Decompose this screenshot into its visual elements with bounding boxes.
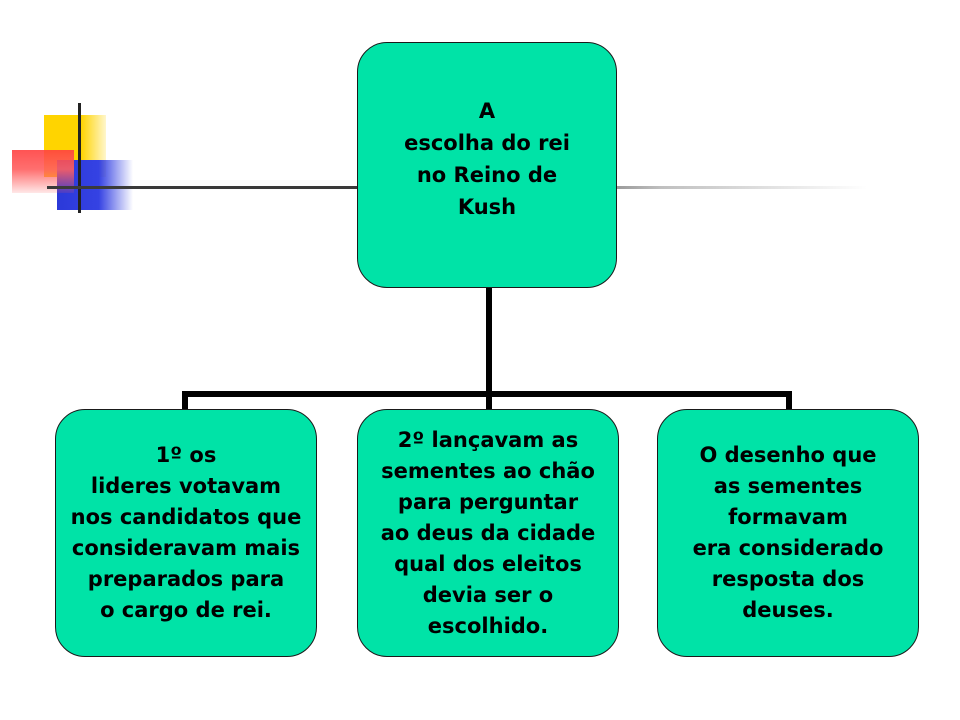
child-node-3: O desenho que as sementes formavam era c… (657, 409, 919, 657)
root-node-text: A escolha do rei no Reino de Kush (404, 99, 570, 219)
logo-vertical-line (78, 103, 81, 213)
child-node-1: 1º os lideres votavam nos candidatos que… (55, 409, 317, 657)
child-node-2: 2º lançavam as sementes ao chão para per… (357, 409, 619, 657)
connector-left-down (182, 391, 188, 411)
child-node-3-text: O desenho que as sementes formavam era c… (692, 443, 884, 622)
root-node: A escolha do rei no Reino de Kush (357, 42, 617, 288)
connector-middle-down (486, 391, 492, 411)
connector-right-down (786, 391, 792, 411)
child-node-1-text: 1º os lideres votavam nos candidatos que… (70, 443, 302, 622)
child-node-2-text: 2º lançavam as sementes ao chão para per… (380, 427, 596, 638)
logo-red-square (12, 150, 74, 193)
connector-root-down (486, 286, 492, 394)
